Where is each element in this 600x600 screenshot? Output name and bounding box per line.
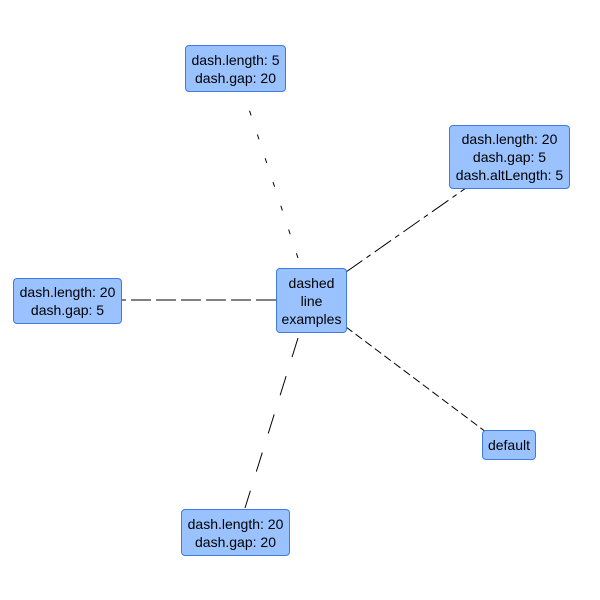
node-label-line: dash.altLength: 5 — [455, 167, 564, 183]
node-top-right[interactable]: dash.length: 20 dash.gap: 5 dash.altLeng… — [449, 125, 570, 189]
node-label-line: dashed — [288, 274, 335, 291]
edge-center-top-right[interactable] — [345, 187, 467, 273]
node-label-line: dash.length: 20 — [461, 131, 558, 147]
node-label-line: dash.gap: 5 — [472, 149, 547, 165]
node-label-line: examples — [281, 310, 342, 327]
node-left[interactable]: dash.length: 20 dash.gap: 5 — [13, 278, 122, 324]
node-label-line: default — [487, 437, 531, 453]
node-right[interactable]: default — [482, 430, 536, 460]
node-label-line: dash.length: 20 — [19, 284, 116, 300]
node-label-line: dash.length: 20 — [187, 515, 284, 532]
node-bottom[interactable]: dash.length: 20 dash.gap: 20 — [181, 509, 290, 556]
node-top[interactable]: dash.length: 5 dash.gap: 20 — [185, 45, 286, 92]
node-label-line: dash.gap: 20 — [195, 533, 276, 550]
node-label-line: dash.gap: 20 — [195, 69, 276, 86]
edge-center-bottom[interactable] — [244, 337, 299, 509]
node-label-line: dash.gap: 5 — [30, 302, 105, 318]
edge-center-top[interactable] — [246, 102, 299, 259]
node-center[interactable]: dashed line examples — [276, 268, 347, 333]
node-label-line: line — [300, 292, 323, 309]
node-label-line: dash.length: 5 — [191, 51, 280, 68]
edge-center-right[interactable] — [345, 326, 487, 433]
